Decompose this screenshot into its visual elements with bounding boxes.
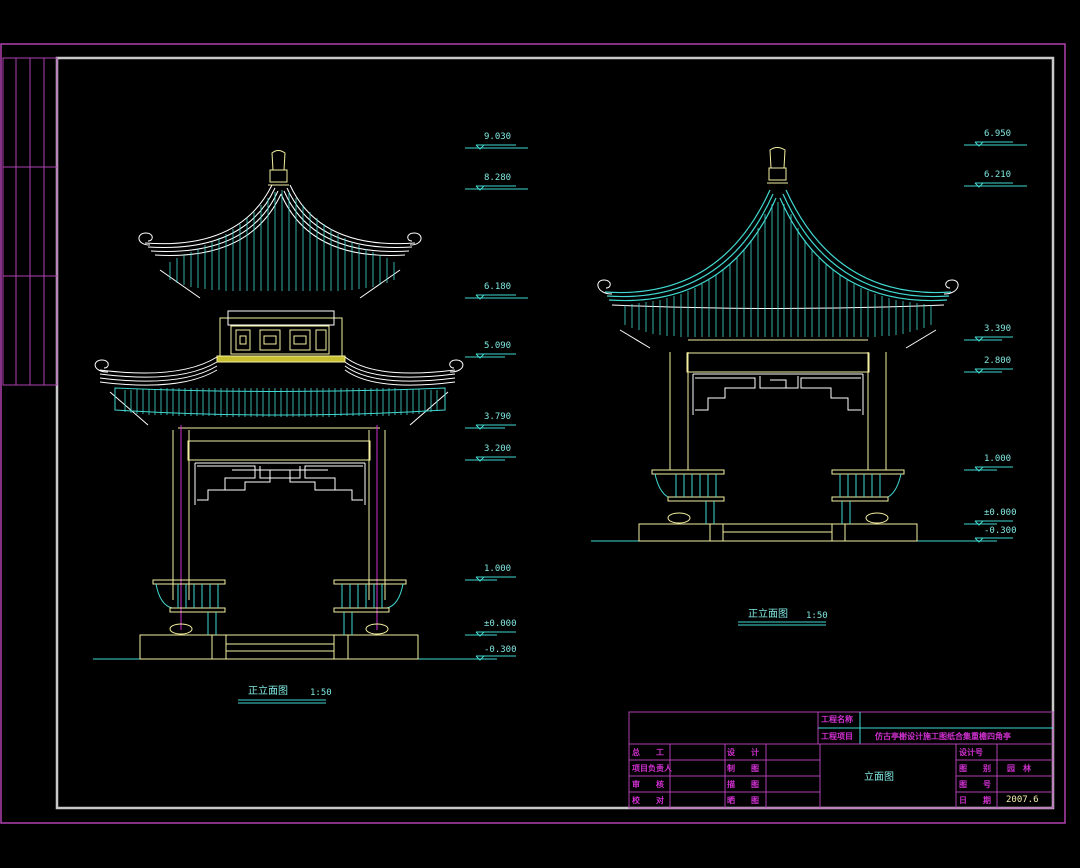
right-elev-label-7: -0.300 [984,526,1017,536]
project-item-value: 仿古亭榭设计施工图纸合集重檐四角亭 [875,732,1011,741]
left-elev-label-6: 3.200 [484,444,512,454]
left-elev-label-5: 3.790 [484,412,512,422]
right-elev-label-2: 6.210 [984,170,1012,180]
tb-label-drafting: 制 图 [727,764,759,773]
drawing-title: 立面图 [864,772,894,783]
left-elevation-markers [460,144,528,661]
right-elev-label-6: ±0.000 [984,508,1017,518]
tb-label-drawing-no: 图 号 [959,780,991,789]
left-elev-label-1: 9.030 [484,132,512,142]
upper-roof-tiles [169,190,395,291]
tb-label-category: 图 别 [959,764,991,773]
right-roof-tiles [624,202,932,337]
left-drawing-scale: 1:50 [310,688,332,698]
tb-label-proofread: 校 对 [632,796,664,805]
right-elevation-markers [950,141,1027,543]
tb-label-chief-engineer: 总 工 [632,748,664,757]
right-elev-label-1: 6.950 [984,129,1012,139]
right-elev-label-3: 3.390 [984,324,1012,334]
left-elev-label-8: ±0.000 [484,619,517,629]
right-drawing-scale: 1:50 [806,611,828,621]
left-elev-label-4: 5.090 [484,341,512,351]
lower-roof-tiles [124,388,438,417]
tb-value-category: 园 林 [1007,764,1031,773]
left-elev-label-7: 1.000 [484,564,512,574]
right-elev-label-4: 2.800 [984,356,1012,366]
outer-frame [0,43,1066,824]
tb-label-date: 日 期 [959,796,991,805]
project-item-label: 工程项目 [821,732,853,741]
tb-value-date: 2007.6 [1006,795,1039,805]
tb-label-review: 审 核 [632,780,664,789]
tb-label-design-no: 设计号 [959,748,983,757]
left-elev-label-3: 6.180 [484,282,512,292]
tb-label-design: 设 计 [727,748,759,757]
inner-frame [55,56,1055,810]
project-name-label: 工程名称 [821,715,853,724]
left-elev-label-9: -0.300 [484,645,517,655]
title-block-grid [628,711,1054,809]
binding-strip [2,57,58,386]
right-pavilion-elevation [591,147,985,542]
tb-label-tracing: 描 图 [727,780,759,789]
left-elev-label-2: 8.280 [484,173,512,183]
right-elev-label-5: 1.000 [984,454,1012,464]
left-pavilion-elevation [93,150,497,660]
tb-label-project-lead: 项目负责人 [632,764,672,773]
tb-label-printing: 晒 图 [727,796,759,805]
left-drawing-caption: 正立面图 [248,686,288,697]
right-drawing-caption: 正立面图 [748,609,788,620]
